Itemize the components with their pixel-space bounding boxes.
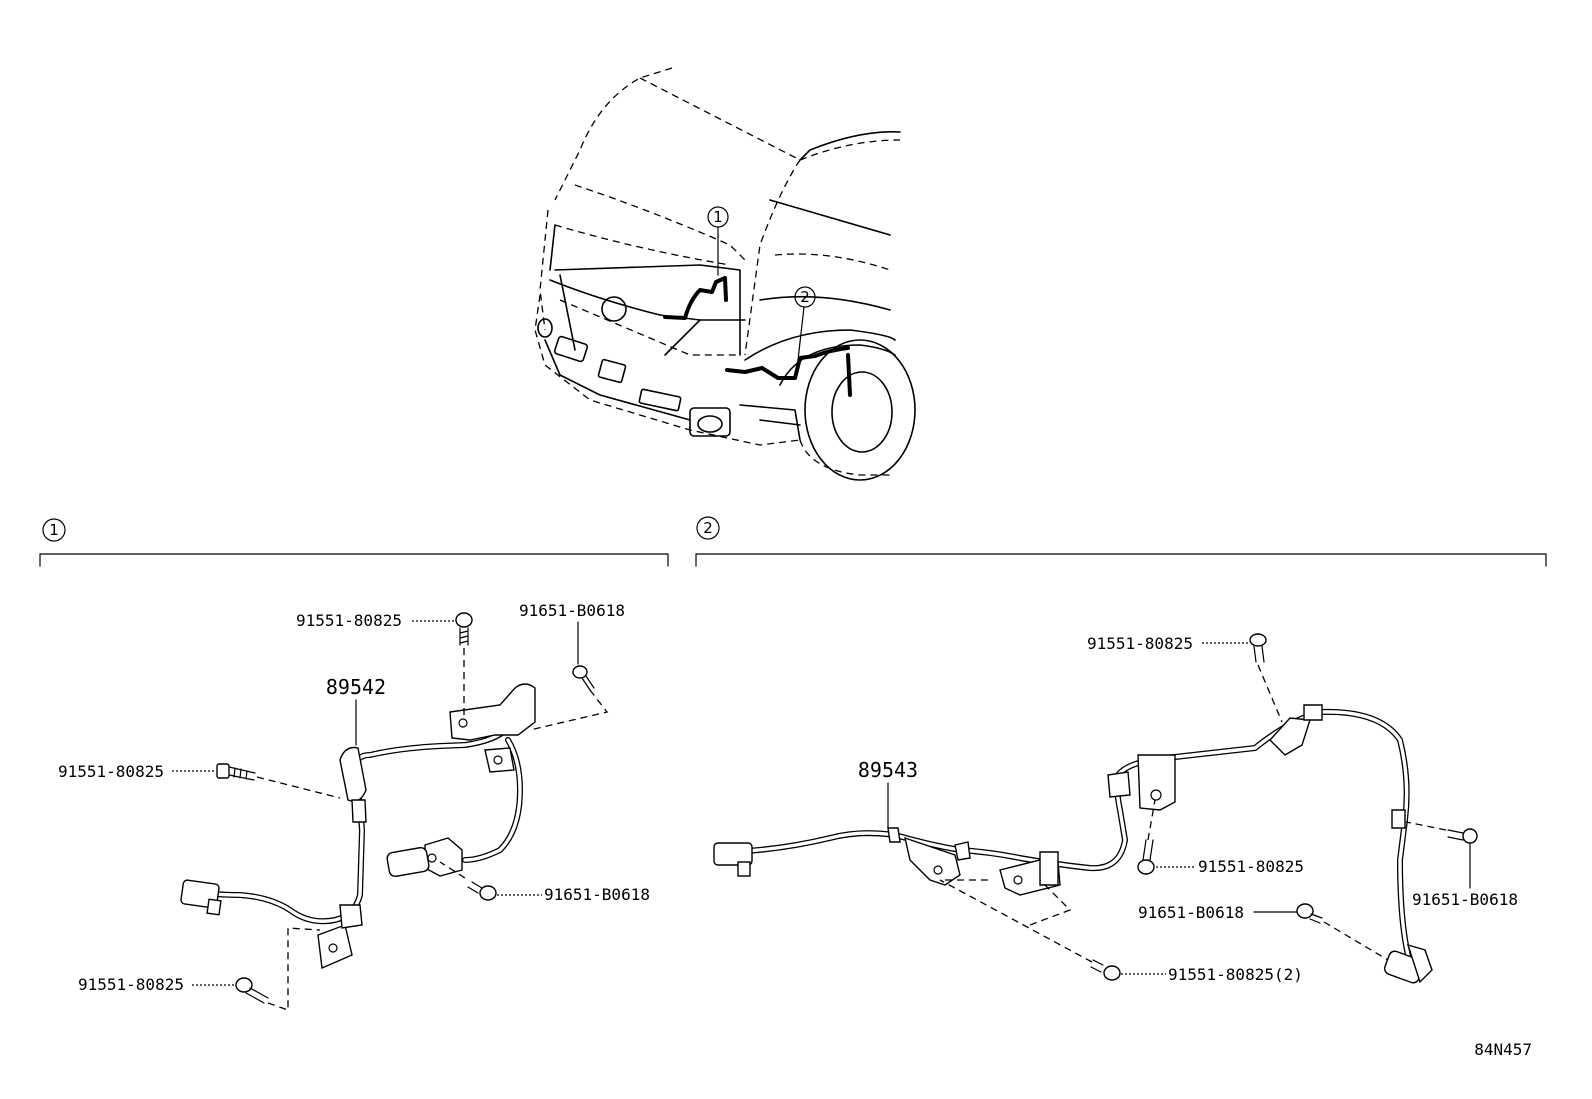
sensor-harness-89543 (713, 704, 1433, 984)
grommet-clip (339, 746, 367, 823)
label-view1-bolt-upper-right: 91651-B0618 (519, 601, 625, 620)
label-view2-bolt-lower: 91651-B0618 (1138, 903, 1244, 922)
bolt-icon-view1-left (216, 763, 256, 781)
callout-1-marker: 1 (707, 206, 729, 276)
bolt-icon-view2-lower (1296, 903, 1323, 924)
bolt-icon-view1-top (455, 612, 473, 646)
reference-code: 84N457 (1474, 1040, 1532, 1059)
callout-2-marker: 2 (794, 286, 816, 361)
bracket-lower (999, 851, 1061, 896)
bracket-center (1107, 754, 1176, 811)
part-number-89542: 89542 (326, 675, 386, 699)
svg-text:2: 2 (703, 519, 713, 537)
label-view2-bolt-bottom: 91551-80825(2) (1168, 965, 1303, 984)
svg-text:2: 2 (800, 288, 810, 306)
label-view1-bolt-top: 91551-80825 (296, 611, 402, 630)
bracket-bottom (317, 904, 363, 970)
label-view2-bolt-top: 91551-80825 (1087, 634, 1193, 653)
label-view1-bolt-lower-right: 91651-B0618 (544, 885, 650, 904)
truck-overview-illustration: 1 2 (534, 67, 916, 481)
label-view2-bolt-middle: 91551-80825 (1198, 857, 1304, 876)
sensor-head-right (386, 837, 463, 878)
label-view1-bolt-left: 91551-80825 (58, 762, 164, 781)
sensor-head-right (1383, 943, 1433, 984)
bolt-icon-view1-lower-right (467, 881, 497, 901)
view-2-header: 2 (695, 516, 1547, 567)
bracket-upper (449, 683, 536, 773)
bracket-upper-right (1269, 704, 1406, 829)
part-number-89543: 89543 (858, 758, 918, 782)
label-view1-bolt-bottom: 91551-80825 (78, 975, 184, 994)
svg-text:1: 1 (713, 208, 723, 226)
sensor-harness-89542 (180, 683, 536, 970)
bolt-icon-view1-bottom (235, 977, 269, 1004)
label-view2-bolt-right: 91651-B0618 (1412, 890, 1518, 909)
bolt-icon-view2-middle (1137, 839, 1155, 875)
svg-text:1: 1 (49, 521, 59, 539)
bolt-icon-view2-right (1447, 828, 1478, 844)
bolt-icon-view1-upper-right (572, 665, 595, 691)
bracket-middle (904, 836, 971, 886)
sensor-connector-left (180, 879, 222, 916)
bolt-icon-view2-bottom (1090, 959, 1121, 981)
sensor-connector-left (713, 842, 753, 877)
bolt-icon-view2-top (1249, 633, 1267, 663)
view-1-header: 1 (39, 518, 669, 567)
